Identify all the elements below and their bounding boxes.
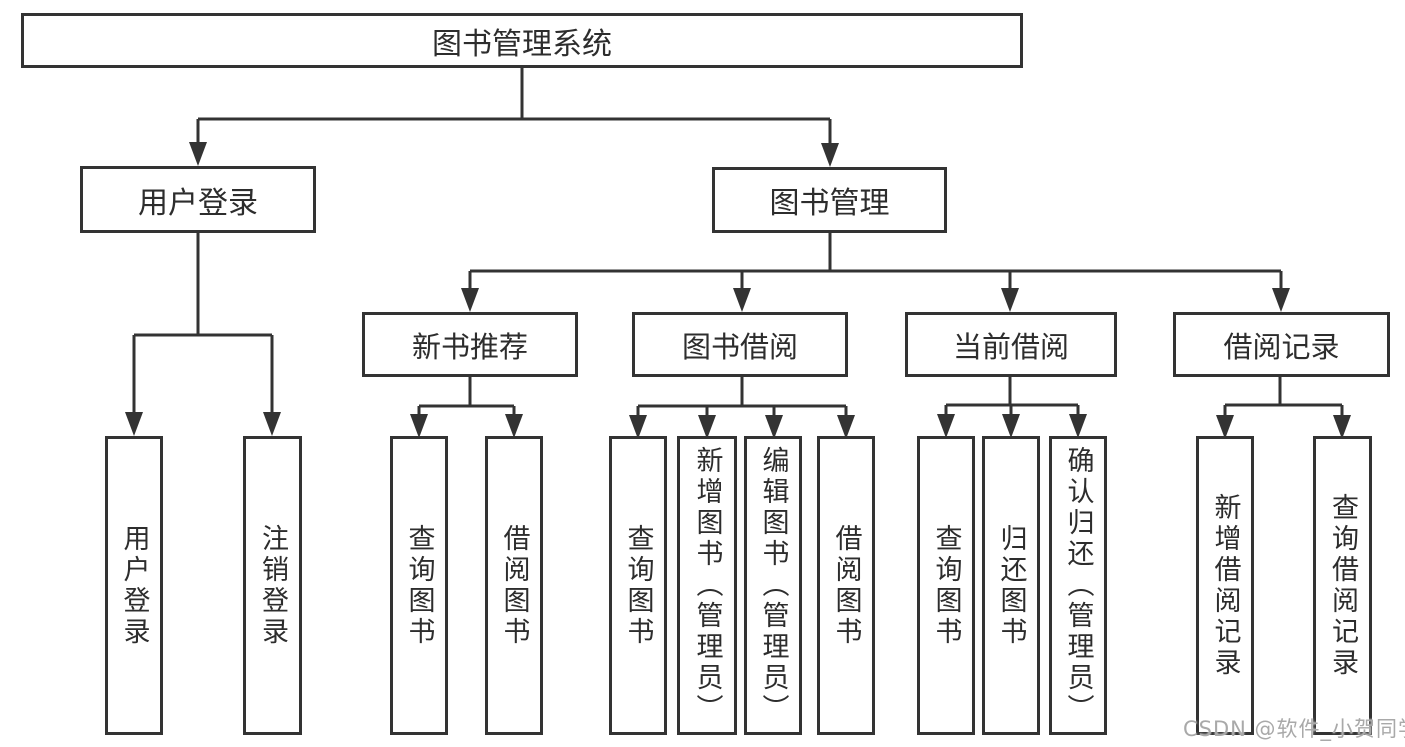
leaf-confirm-return-admin: 确认归还（管理员） [1049, 436, 1107, 735]
leaf-return-books: 归还图书 [982, 436, 1040, 735]
leaf-borrow-books: 借阅图书 [817, 436, 875, 735]
node-library-system: 图书管理系统 [21, 13, 1023, 68]
leaf-query-books-recommend: 查询图书 [390, 436, 448, 735]
node-book-management: 图书管理 [712, 167, 947, 233]
leaf-user-login: 用户登录 [105, 436, 163, 735]
leaf-edit-books-admin: 编辑图书（管理员） [744, 436, 802, 735]
leaf-logout: 注销登录 [243, 436, 302, 735]
leaf-query-books-current: 查询图书 [917, 436, 975, 735]
node-new-book-recommend: 新书推荐 [362, 312, 578, 377]
node-user-login: 用户登录 [80, 166, 316, 233]
node-borrowing-records: 借阅记录 [1173, 312, 1390, 377]
node-book-borrowing: 图书借阅 [632, 312, 848, 377]
leaf-borrow-books-recommend: 借阅图书 [485, 436, 543, 735]
leaf-add-books-admin: 新增图书（管理员） [677, 436, 737, 735]
node-current-borrowing: 当前借阅 [905, 312, 1117, 377]
csdn-watermark: CSDN @软件_小贺同学 [1183, 717, 1405, 741]
leaf-query-borrow-record: 查询借阅记录 [1313, 436, 1372, 735]
leaf-add-borrow-record: 新增借阅记录 [1196, 436, 1254, 735]
leaf-query-books-borrow: 查询图书 [609, 436, 667, 735]
